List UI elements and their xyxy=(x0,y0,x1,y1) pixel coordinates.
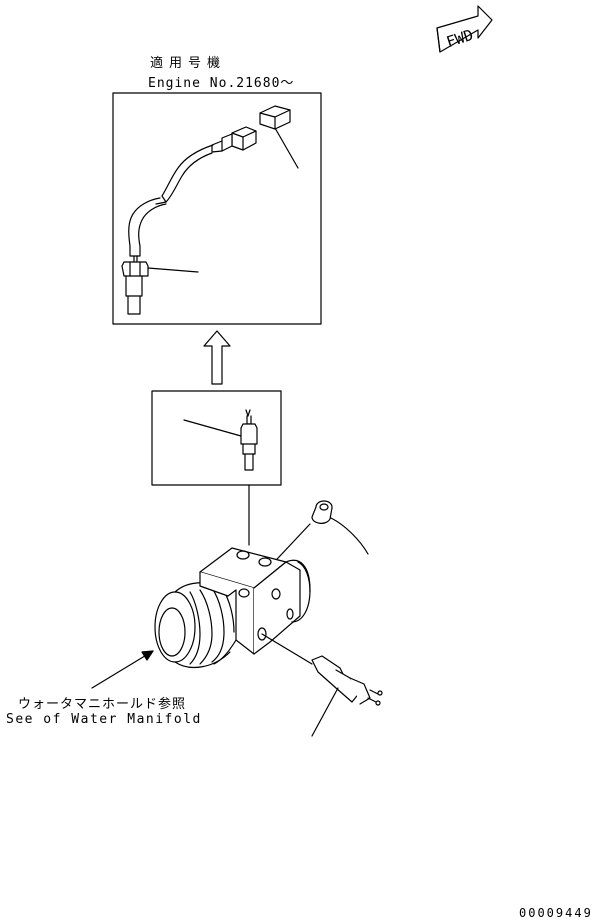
applicable-label-jp: 適用号機 xyxy=(150,56,227,71)
water-temperature-sensor-icon xyxy=(261,633,383,737)
sensor-harness-icon xyxy=(121,126,257,315)
fwd-arrow-icon: FWD xyxy=(436,5,493,53)
reference-arrow-icon xyxy=(91,650,154,689)
drawing-number: 00009449 xyxy=(519,906,593,920)
reference-label-en: See of Water Manifold xyxy=(6,712,202,727)
connector-icon xyxy=(259,105,299,169)
applicable-label-en: Engine No.21680～ xyxy=(148,76,295,91)
up-arrow-icon xyxy=(203,330,231,385)
detail-box-upper xyxy=(112,92,322,325)
reference-label-jp: ウォータマニホールド参照 xyxy=(18,697,187,712)
temperature-sensor-icon xyxy=(183,409,258,471)
detail-box-lower xyxy=(151,390,282,486)
water-manifold-block xyxy=(154,547,311,669)
